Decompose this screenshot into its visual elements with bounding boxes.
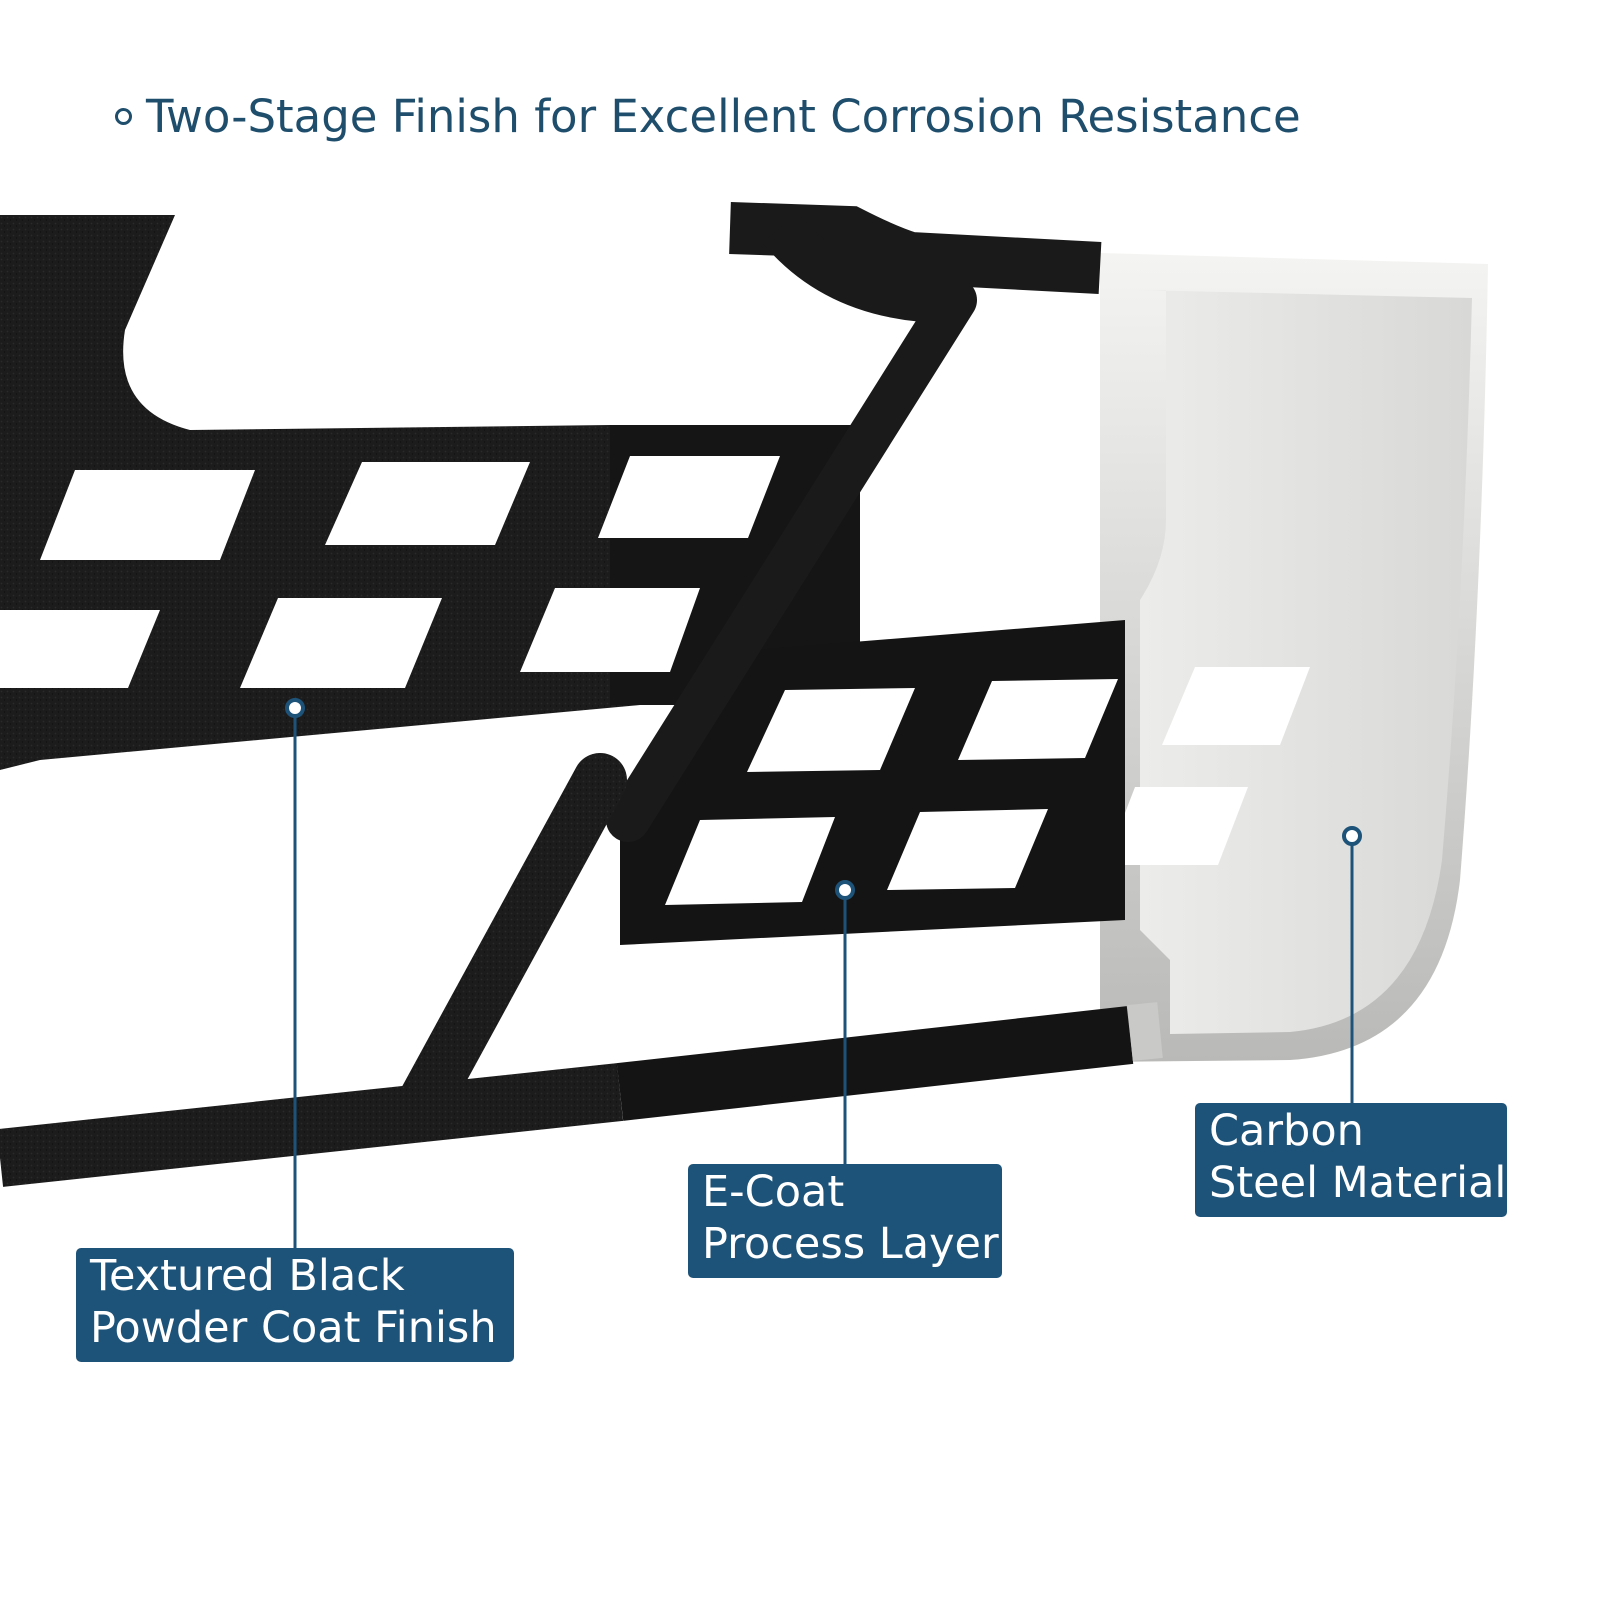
carbon-steel-plate: [1100, 253, 1488, 1062]
callout-e-coat-line2: Process Layer: [702, 1219, 999, 1269]
callout-leaders: [285, 698, 1362, 1248]
callout-carbon-steel-line2: Steel Material: [1209, 1158, 1507, 1208]
callout-powder-coat-line1: Textured Black: [90, 1251, 405, 1301]
headline-text: Two-Stage Finish for Excellent Corrosion…: [146, 89, 1301, 143]
tube-frame: [0, 202, 1163, 1187]
headline: Two-Stage Finish for Excellent Corrosion…: [115, 86, 1301, 146]
leader-dot-carbon-steel: [1342, 826, 1362, 846]
callout-e-coat: E-Coat Process Layer: [688, 1164, 1002, 1278]
e-coat-lower-panel: [620, 620, 1125, 945]
callout-powder-coat-line2: Powder Coat Finish: [90, 1303, 497, 1353]
callout-carbon-steel-line1: Carbon: [1209, 1106, 1364, 1156]
callout-powder-coat: Textured Black Powder Coat Finish: [76, 1248, 514, 1362]
callout-carbon-steel: Carbon Steel Material: [1195, 1103, 1507, 1217]
callout-e-coat-line1: E-Coat: [702, 1167, 845, 1217]
leader-dot-e-coat: [835, 880, 855, 900]
bullet-icon: [115, 107, 132, 125]
leader-dot-powder-coat: [285, 698, 305, 718]
textured-upper-panel: [0, 215, 860, 770]
